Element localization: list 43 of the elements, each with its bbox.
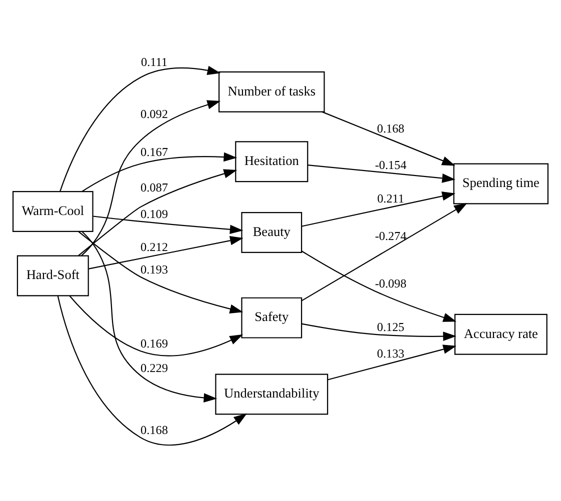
edge-label: -0.098 bbox=[374, 276, 406, 290]
edge-label: 0.169 bbox=[140, 336, 168, 350]
arrow bbox=[82, 152, 238, 192]
node-box: Spending time bbox=[453, 162, 549, 204]
node-box: Beauty bbox=[241, 212, 302, 253]
arrow bbox=[57, 295, 248, 446]
edge-label: 0.229 bbox=[140, 360, 168, 374]
edge-label: 0.211 bbox=[377, 190, 404, 205]
edge-label: 0.133 bbox=[377, 346, 404, 360]
arrow bbox=[78, 230, 244, 313]
arrow bbox=[302, 191, 456, 226]
edge-label: -0.154 bbox=[374, 158, 406, 172]
edge-label: -0.274 bbox=[374, 228, 406, 243]
node-box: Accuracy rate bbox=[454, 313, 548, 354]
arrow bbox=[82, 230, 218, 402]
node-box: Safety bbox=[241, 296, 302, 338]
edge-label: 0.087 bbox=[140, 180, 168, 194]
edge-label: 0.212 bbox=[140, 240, 168, 254]
arrow bbox=[78, 168, 238, 256]
arrow bbox=[93, 215, 244, 234]
arrow bbox=[322, 110, 456, 166]
arrow bbox=[69, 295, 244, 356]
edge-label: 0.167 bbox=[140, 144, 168, 158]
edge-label: 0.092 bbox=[140, 106, 168, 121]
edge-label: 0.168 bbox=[140, 422, 168, 436]
edge-label: 0.193 bbox=[140, 262, 168, 276]
node-box: Warm-Cool bbox=[12, 190, 94, 232]
node-box: Understandability bbox=[215, 373, 328, 414]
arrow bbox=[302, 322, 456, 340]
arrow bbox=[60, 65, 221, 192]
node-box: Hesitation bbox=[235, 140, 308, 182]
edge-label: 0.109 bbox=[140, 206, 168, 220]
arrow bbox=[328, 344, 456, 380]
edge-label: 0.168 bbox=[377, 121, 404, 136]
edge-label: 0.125 bbox=[377, 319, 404, 334]
arrow bbox=[88, 235, 244, 269]
arrow bbox=[301, 250, 456, 322]
node-box: Hard-Soft bbox=[16, 254, 89, 296]
node-box: Number of tasks bbox=[218, 70, 325, 112]
edge-label: 0.111 bbox=[141, 54, 168, 69]
arrow bbox=[308, 164, 456, 182]
arrow bbox=[80, 100, 221, 256]
arrow bbox=[302, 202, 468, 301]
